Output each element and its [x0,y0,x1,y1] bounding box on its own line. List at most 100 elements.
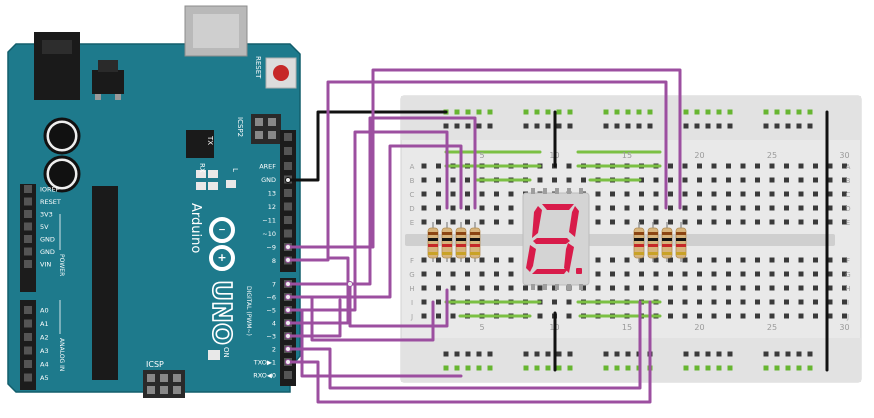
breadboard-hole [465,177,470,183]
analog-pin [24,319,32,328]
breadboard-hole [450,271,456,277]
breadboard-hole [784,177,789,183]
rail-hole [785,123,791,129]
display-pin [555,284,559,290]
breadboard-hole [639,257,644,263]
seven-segment-display: 8 [522,188,590,290]
breadboard-hole [508,271,514,277]
breadboard-hole [508,285,514,291]
digit-8-segments [526,204,582,274]
row-letter: H [845,285,850,293]
rail-hole [694,351,700,357]
active-rail-hole [727,109,733,115]
row-letter: F [410,257,414,265]
rail-hole [614,351,620,357]
breadboard-hole [842,219,847,225]
breadboard-hole [813,205,818,211]
row-letter: F [846,257,850,265]
rail-hole [785,351,791,357]
rail-hole [454,123,460,129]
breadboard-hole [726,285,731,291]
svg-text:−: − [218,226,226,236]
breadboard-hole [755,163,760,169]
breadboard-hole [682,271,688,277]
active-rail-hole [647,109,653,115]
rail-hole [476,351,482,357]
breadboard-hole [798,177,804,183]
breadboard-hole [726,205,731,211]
breadboard-hole [436,219,441,225]
row-letter: H [409,285,414,293]
analog-pin-label: A1 [40,320,49,328]
breadboard-hole [697,313,702,319]
breadboard-hole [610,285,615,291]
breadboard-hole [755,205,760,211]
rail-hole [727,123,733,129]
rail-hole [443,123,449,129]
power-pin [24,210,32,218]
breadboard-hole [436,163,441,169]
rail-hole [716,351,722,357]
active-rail-hole [545,365,551,371]
breadboard: 5510101515202025253030 AABBCCDDEEFFGGHHI… [400,95,862,383]
breadboard-hole [813,257,818,263]
digital-pin-label: 2 [272,346,276,354]
digital-pin-label: 13 [268,190,276,198]
wire-end [285,281,291,287]
active-rail-hole [796,109,802,115]
wire-end [285,359,291,365]
icsp2-label: ICSP2 [236,117,244,137]
breadboard-hole [653,219,659,225]
active-rail-hole [567,109,573,115]
breadboard-hole [668,285,673,291]
breadboard-hole [711,257,717,263]
atmega-microcontroller [92,186,118,380]
active-rail-hole [694,365,700,371]
wire-end [285,307,291,313]
breadboard-hole [668,177,673,183]
breadboard-hole [421,177,427,183]
digital-pin [284,371,292,379]
breadboard-hole [508,205,514,211]
breadboard-hole [494,191,499,197]
breadboard-hole [624,219,630,225]
row-letter: E [846,219,850,227]
active-rail-hole [716,109,722,115]
breadboard-hole [436,271,441,277]
breadboard-hole [610,257,615,263]
rail-hole [796,351,802,357]
power-title: POWER [58,254,65,276]
reset-label: RESET [254,56,262,79]
breadboard-hole [421,205,427,211]
breadboard-hole [755,285,760,291]
active-rail-hole [716,365,722,371]
active-rail-hole [523,109,529,115]
resistor-arrays [427,222,687,262]
digital-pin [284,229,292,238]
breadboard-hole [827,299,833,305]
rail-hole [796,123,802,129]
breadboard-hole [740,191,746,197]
rail-hole [523,123,529,129]
resistor [675,222,687,262]
breadboard-hole [537,313,543,319]
active-rail-hole [763,109,769,115]
breadboard-hole [653,177,659,183]
breadboard-hole [740,219,746,225]
analog-title: ANALOG IN [58,338,65,371]
digital-pin-label: 7 [272,281,276,289]
breadboard-hole [798,271,804,277]
active-rail-hole [614,109,620,115]
wire-end [285,333,291,339]
rail-hole [556,123,562,129]
breadboard-hole [682,219,688,225]
breadboard-hole [726,313,731,319]
breadboard-hole [436,299,441,305]
analog-pin-label: A0 [40,307,49,315]
wire-end [285,257,291,263]
breadboard-hole [436,191,441,197]
active-rail-hole [614,365,620,371]
digital-pin-label: 4 [272,320,276,328]
power-pin-label: RESET [40,198,61,206]
